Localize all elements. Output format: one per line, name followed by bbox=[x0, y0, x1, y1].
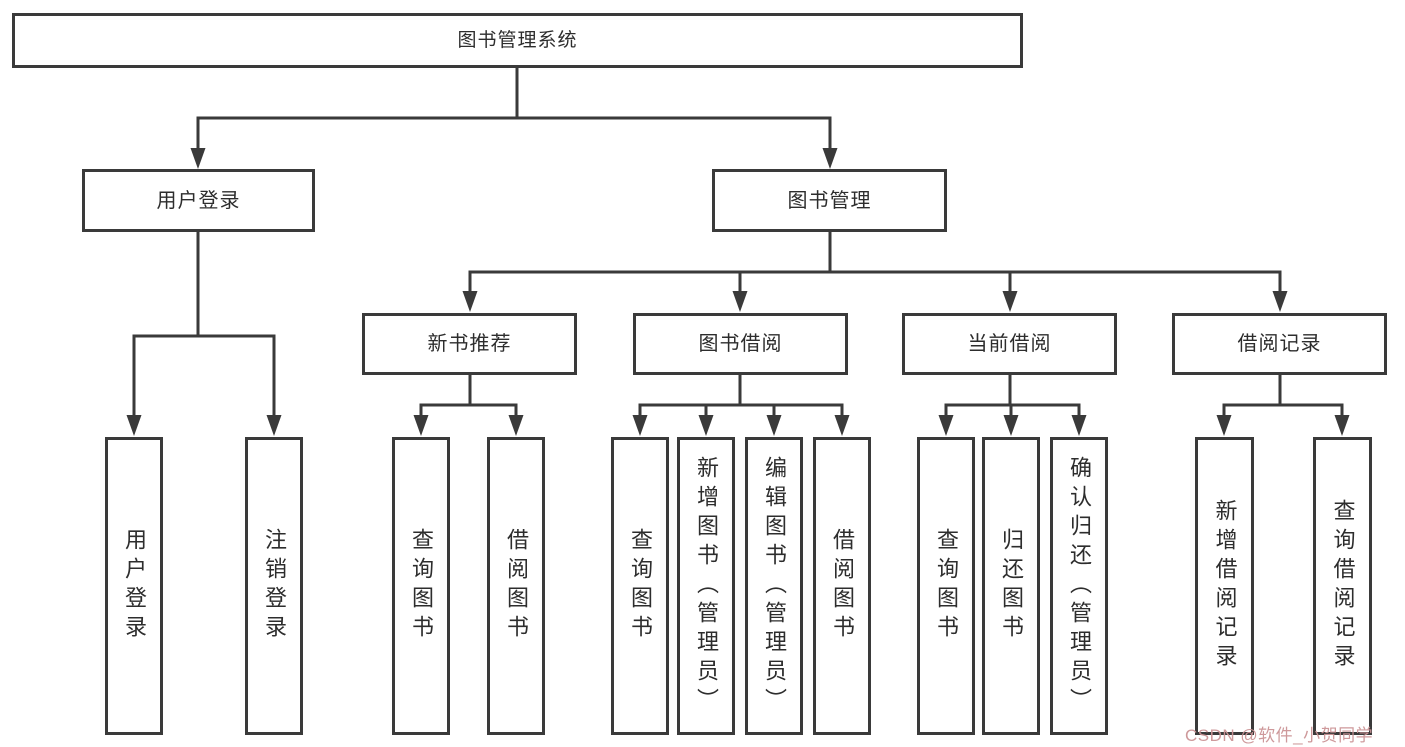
leaf-add-borrow-record: 新增借阅记录 bbox=[1195, 437, 1254, 735]
leaf-borrow-books-2: 借阅图书 bbox=[813, 437, 871, 735]
leaf-return-book: 归还图书 bbox=[982, 437, 1040, 735]
leaf-logout: 注销登录 bbox=[245, 437, 303, 735]
leaf-confirm-return-admin: 确认归还（管理员） bbox=[1050, 437, 1108, 735]
watermark: CSDN @软件_小贺同学 bbox=[1185, 726, 1374, 745]
leaf-query-books-1: 查询图书 bbox=[392, 437, 450, 735]
node-borrow-records: 借阅记录 bbox=[1172, 313, 1387, 375]
node-new-book-recommend: 新书推荐 bbox=[362, 313, 577, 375]
leaf-query-books-3: 查询图书 bbox=[917, 437, 975, 735]
leaf-user-login: 用户登录 bbox=[105, 437, 163, 735]
node-current-borrow: 当前借阅 bbox=[902, 313, 1117, 375]
leaf-query-books-2: 查询图书 bbox=[611, 437, 669, 735]
node-user-login: 用户登录 bbox=[82, 169, 315, 232]
leaf-edit-book-admin: 编辑图书（管理员） bbox=[745, 437, 803, 735]
node-book-management: 图书管理 bbox=[712, 169, 947, 232]
node-book-management-system: 图书管理系统 bbox=[12, 13, 1023, 68]
leaf-borrow-books-1: 借阅图书 bbox=[487, 437, 545, 735]
leaf-add-book-admin: 新增图书（管理员） bbox=[677, 437, 735, 735]
node-book-borrow: 图书借阅 bbox=[633, 313, 848, 375]
leaf-query-borrow-record: 查询借阅记录 bbox=[1313, 437, 1372, 735]
